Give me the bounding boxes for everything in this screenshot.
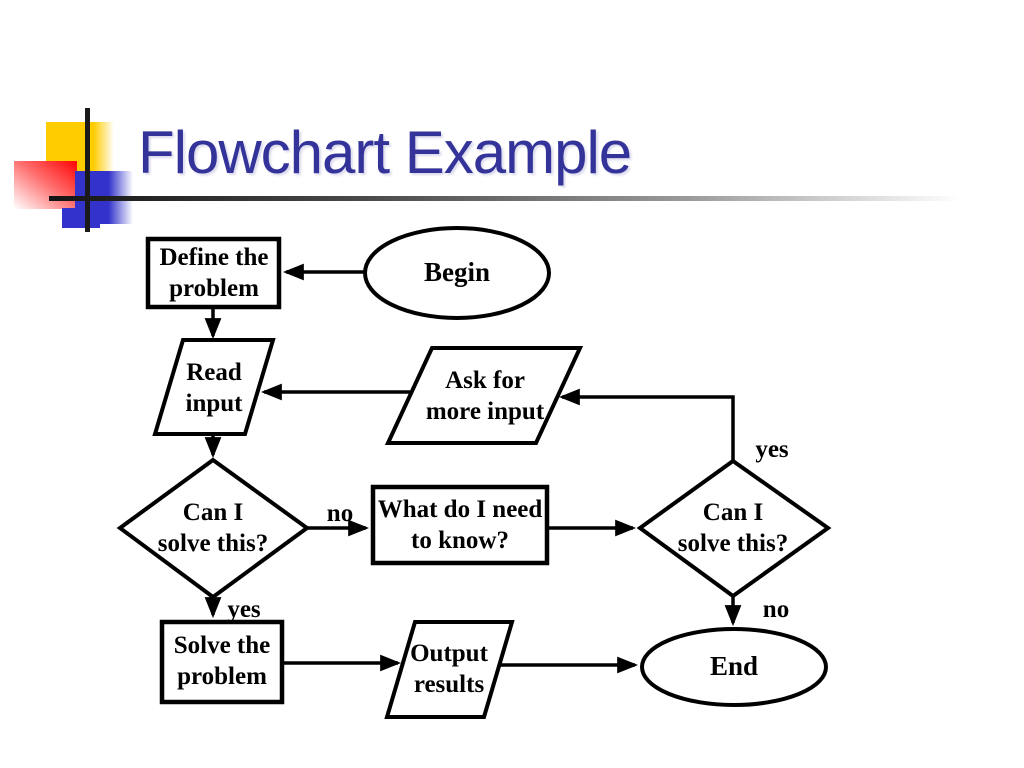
output-results-label: Output results <box>410 640 488 698</box>
title-underline-rule <box>49 196 961 201</box>
define-problem-label: Define the problem <box>159 244 269 302</box>
edge-label-no-left: no <box>326 499 354 527</box>
begin-label: Begin <box>423 257 490 288</box>
read-input-io-shape <box>152 338 276 436</box>
can-i-solve-left-label: Can I solve this? <box>157 499 269 557</box>
edge-label-yes-left: yes <box>227 596 261 623</box>
edge-label-no-right: no <box>762 596 790 623</box>
deco-vertical-line <box>85 108 90 232</box>
ask-more-input-io-shape <box>384 346 584 445</box>
slide-title: Flowchart Example <box>138 119 632 186</box>
what-to-know-process-shape <box>370 484 550 566</box>
end-terminator-shape <box>640 627 828 707</box>
output-results-io-shape <box>384 620 515 719</box>
edge-decision-right-yes-to-ask-more <box>558 388 735 461</box>
deco-red-square <box>14 161 77 209</box>
solve-problem-label: Solve the problem <box>173 632 271 690</box>
what-to-know-label: What do I need to know? <box>377 496 543 554</box>
end-label: End <box>709 651 759 682</box>
edge-label-yes-right: yes <box>755 436 789 463</box>
read-input-label: Read input <box>185 359 243 417</box>
deco-blue-small-square <box>62 208 100 228</box>
can-i-solve-right-label: Can I solve this? <box>677 499 789 557</box>
ask-more-input-label: Ask for more input <box>425 367 545 425</box>
